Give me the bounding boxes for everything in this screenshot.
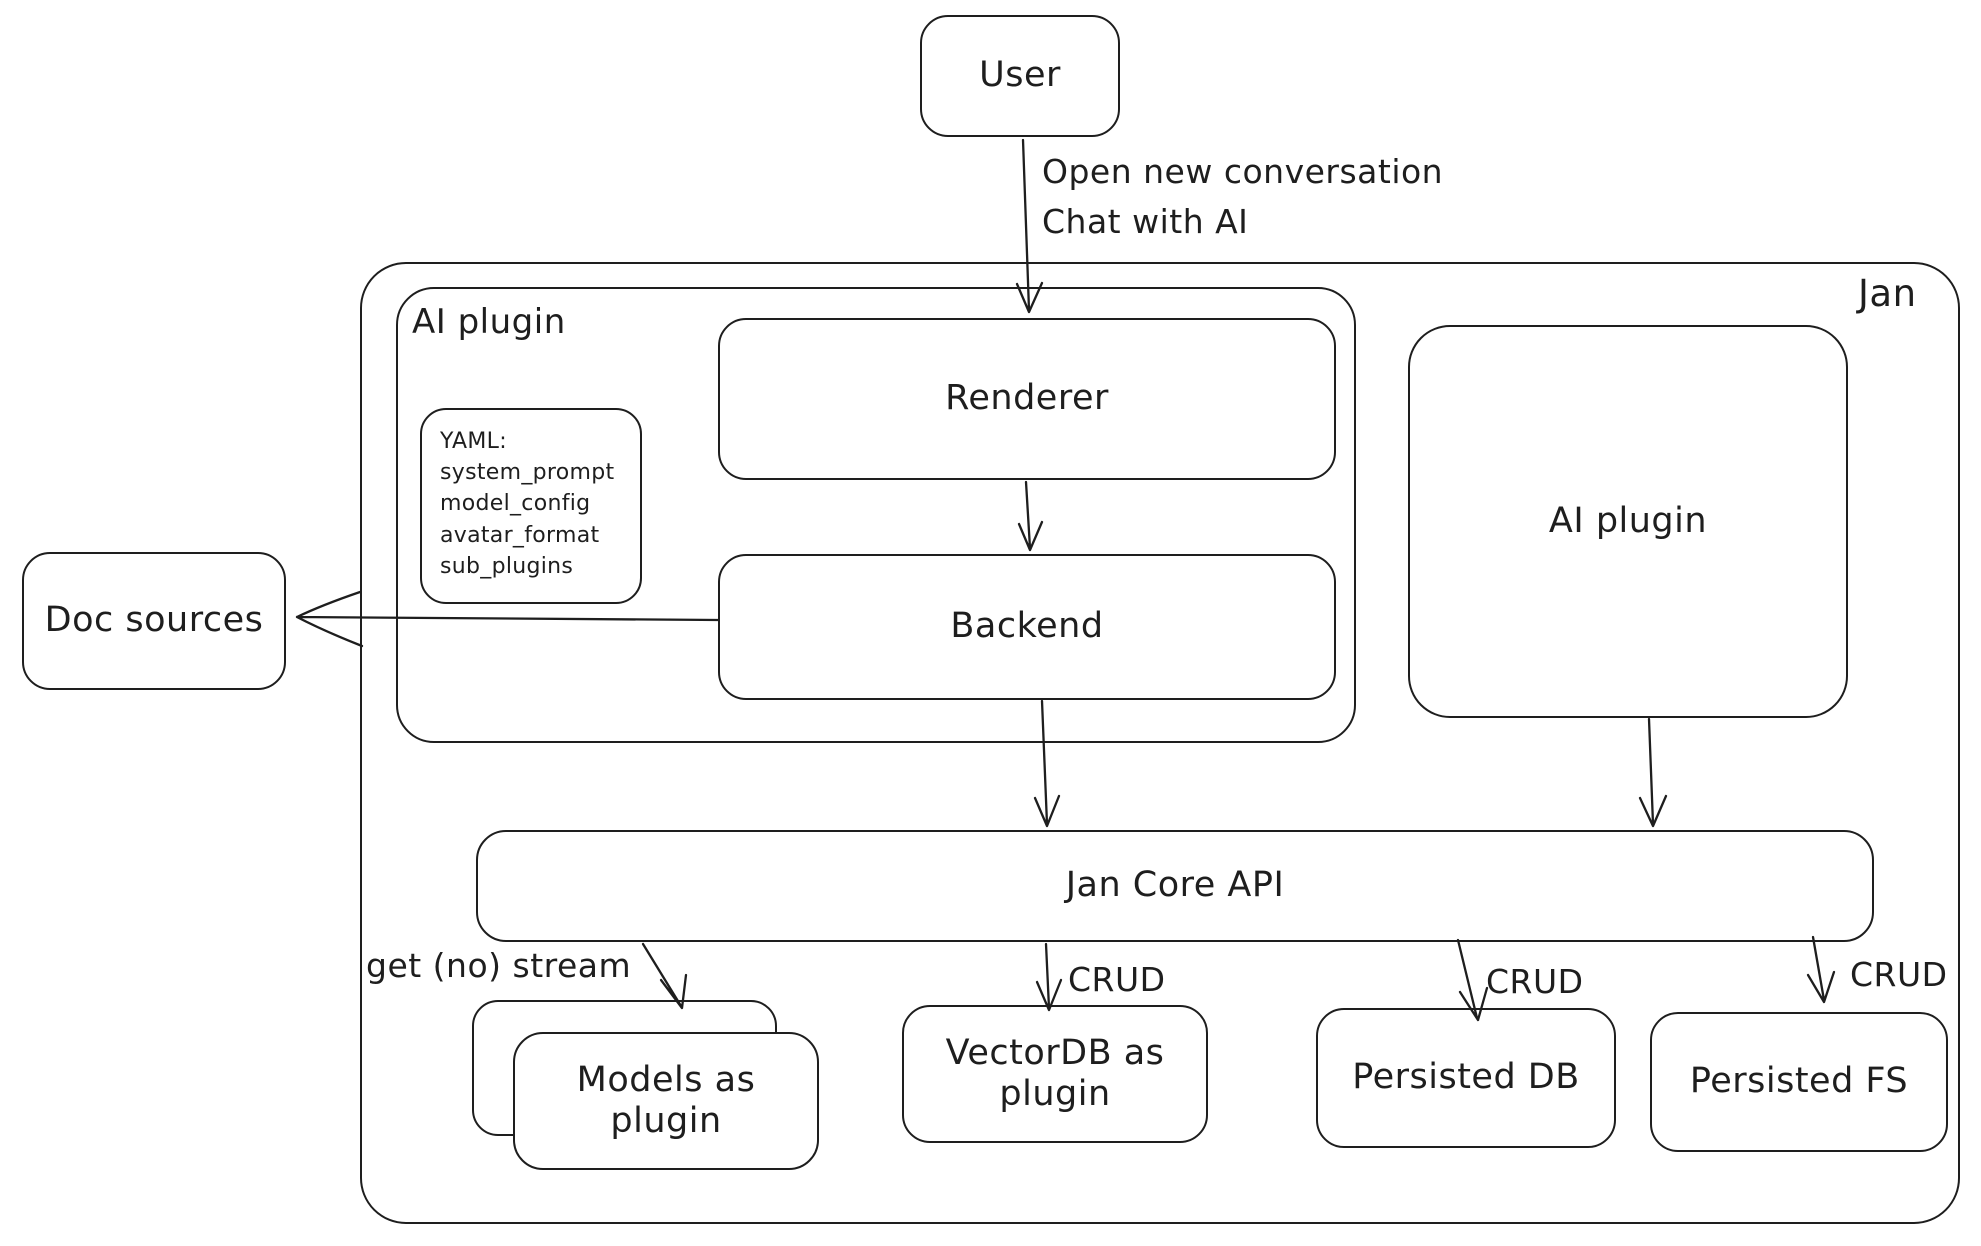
node-backend: Backend (718, 554, 1336, 700)
yaml-note-text: YAML: system_prompt model_config avatar_… (440, 426, 614, 582)
node-user: User (920, 15, 1120, 137)
node-yaml-note: YAML: system_prompt model_config avatar_… (420, 408, 642, 604)
node-user-label: User (979, 55, 1061, 96)
jan-container-label: Jan (1858, 272, 1917, 315)
node-renderer-label: Renderer (945, 378, 1109, 419)
node-ai-plugin-container (396, 287, 1356, 743)
node-persisted-fs-label: Persisted FS (1689, 1061, 1909, 1102)
edge-label-open-conversation: Open new conversation (1042, 152, 1444, 191)
edge-label-get-no-stream: get (no) stream (366, 946, 632, 985)
yaml-note-line: sub_plugins (440, 553, 574, 579)
node-backend-label: Backend (950, 606, 1104, 647)
node-persisted-db: Persisted DB (1316, 1008, 1616, 1148)
node-ai-plugin-right-label: AI plugin (1548, 500, 1708, 541)
node-jan-core-api-label: Jan Core API (1065, 865, 1285, 906)
node-ai-plugin-right: AI plugin (1408, 325, 1848, 718)
node-renderer: Renderer (718, 318, 1336, 480)
node-vectordb-as-plugin-label: VectorDB as plugin (945, 1032, 1165, 1114)
node-models-as-plugin-label: Models as plugin (576, 1059, 756, 1141)
node-doc-sources-label: Doc sources (44, 600, 264, 641)
node-persisted-db-label: Persisted DB (1352, 1057, 1580, 1098)
node-jan-core-api: Jan Core API (476, 830, 1874, 942)
yaml-note-line: model_config (440, 491, 591, 517)
edge-label-chat-with-ai: Chat with AI (1042, 202, 1249, 241)
node-persisted-fs: Persisted FS (1650, 1012, 1948, 1152)
node-models-as-plugin: Models as plugin (513, 1032, 819, 1170)
yaml-note-line: system_prompt (440, 460, 615, 486)
ai-plugin-container-label: AI plugin (412, 302, 566, 342)
node-vectordb-as-plugin: VectorDB as plugin (902, 1005, 1208, 1143)
node-jan-container (360, 262, 1960, 1224)
edge-label-crud-vectordb: CRUD (1068, 960, 1166, 999)
edge-label-crud-fs: CRUD (1850, 955, 1948, 994)
yaml-note-line: YAML: (440, 429, 507, 454)
yaml-note-line: avatar_format (440, 522, 600, 548)
node-doc-sources: Doc sources (22, 552, 286, 690)
edge-label-crud-db: CRUD (1486, 962, 1584, 1001)
